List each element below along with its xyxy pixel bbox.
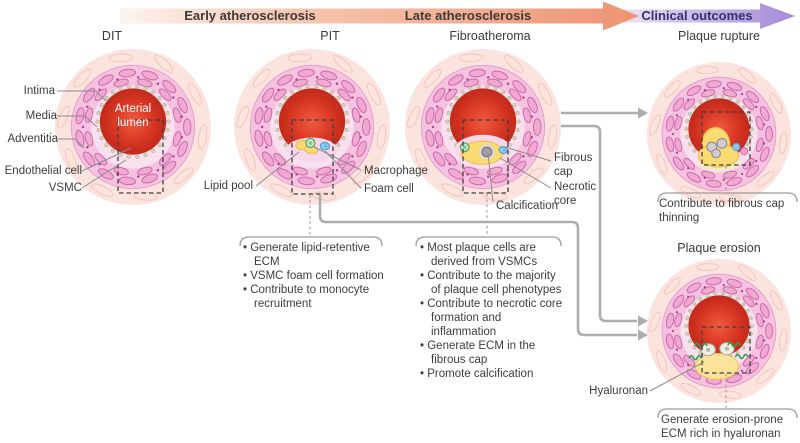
callout-bracket — [657, 408, 798, 419]
label-leader-line — [649, 361, 705, 392]
band-early-label: Early atherosclerosis — [184, 8, 316, 23]
endothelial-cell-label: Endothelial cell — [4, 165, 82, 177]
bullet-item: Generate ECM in the fibrous cap — [420, 339, 568, 367]
hyaluronan-squiggle — [694, 342, 708, 349]
bullet-item: VSMC foam cell formation — [243, 269, 385, 283]
connector-arrowhead — [638, 329, 648, 341]
clinical-outcomes-arrow — [606, 3, 795, 29]
bullet-item: Contribute to the majority of plaque cel… — [420, 269, 568, 297]
label-leader-line — [504, 146, 552, 162]
pit-callout-list: Generate lipid-retentive ECMVSMC foam ce… — [243, 241, 385, 311]
label-leader-line — [324, 150, 362, 189]
zoom-box — [701, 326, 751, 374]
fibrous-cap-label: Fibrous cap — [554, 152, 593, 178]
calcification-label: Calcification — [496, 200, 558, 212]
label-leader-line — [487, 152, 494, 203]
label-leader-line — [81, 147, 132, 172]
rupture-note: Contribute to fibrous cap thinning — [659, 198, 785, 225]
vessel-rupture — [647, 62, 791, 206]
stage-title-dit: DIT — [101, 29, 123, 43]
stage-title-pit: PIT — [320, 29, 340, 43]
atherosclerosis-progress-arrow — [120, 1, 639, 31]
erosion-note: Generate erosion-prone ECM rich in hyalu… — [661, 414, 784, 441]
macrophage-label: Macrophage — [364, 165, 428, 177]
bullet-item: Generate lipid-retentive ECM — [243, 241, 385, 269]
necrotic-core-label: Necrotic core — [554, 181, 597, 207]
zoom-box — [462, 119, 509, 194]
immune-cell — [732, 142, 741, 152]
bullet-item: Promote calcification — [420, 367, 568, 381]
foam-cell-label: Foam cell — [364, 183, 414, 195]
vessel-pit — [234, 49, 390, 205]
intima-label: Intima — [23, 85, 55, 97]
bullet-item: Contribute to monocyte recruitment — [243, 283, 385, 311]
lipid-pool-label: Lipid pool — [203, 180, 253, 192]
label-leader-line — [81, 159, 127, 189]
arterial-lumen-label: Arterial lumen — [114, 103, 152, 129]
vessel-fibro — [405, 49, 561, 205]
band-clinical-label: Clinical outcomes — [641, 8, 753, 23]
hyaluronan-label: Hyaluronan — [589, 385, 648, 397]
stage-title-fibroatheroma: Fibroatheroma — [449, 29, 531, 43]
label-leader-line — [499, 157, 552, 189]
band-late-label: Late atherosclerosis — [404, 8, 532, 23]
fibroatheroma-callout-list: Most plaque cells are derived from VSMCs… — [420, 241, 568, 381]
stage-title-plaque-rupture: Plaque rupture — [677, 29, 761, 43]
zoom-box — [701, 111, 751, 166]
platelet — [711, 148, 721, 159]
label-leader-line — [313, 146, 362, 171]
vsmc-label: VSMC — [48, 182, 82, 194]
arterial-lumen — [99, 88, 167, 155]
adventitia-label: Adventitia — [7, 133, 58, 145]
platelet — [716, 137, 728, 149]
callout-bracket — [657, 192, 798, 203]
label-leader-line — [57, 90, 107, 102]
bullet-item: Contribute to necrotic core formation an… — [420, 297, 568, 339]
vessel-dit — [55, 49, 211, 205]
zoom-box — [291, 119, 334, 195]
media-label: Media — [25, 110, 57, 122]
label-leader-line — [255, 151, 300, 187]
label-leader-line — [57, 115, 98, 128]
connector-arrowhead — [638, 107, 648, 119]
vessel-erosion — [647, 259, 791, 403]
progression-connector — [318, 195, 637, 337]
connector-arrowhead — [638, 315, 648, 327]
hyaluronan-squiggle — [734, 353, 749, 360]
zoom-box — [117, 119, 164, 194]
calcification-deposit — [481, 146, 493, 158]
arterial-lumen — [278, 88, 346, 155]
label-leader-line — [58, 138, 85, 149]
stage-title-plaque-erosion: Plaque erosion — [677, 241, 761, 255]
erythrocyte — [740, 147, 749, 156]
hyaluronan-squiggle — [688, 354, 703, 361]
arterial-lumen — [688, 295, 750, 357]
bullet-item: Most plaque cells are derived from VSMCs — [420, 241, 568, 269]
progression-connector — [561, 124, 637, 323]
hyaluronan-squiggle — [727, 341, 741, 348]
